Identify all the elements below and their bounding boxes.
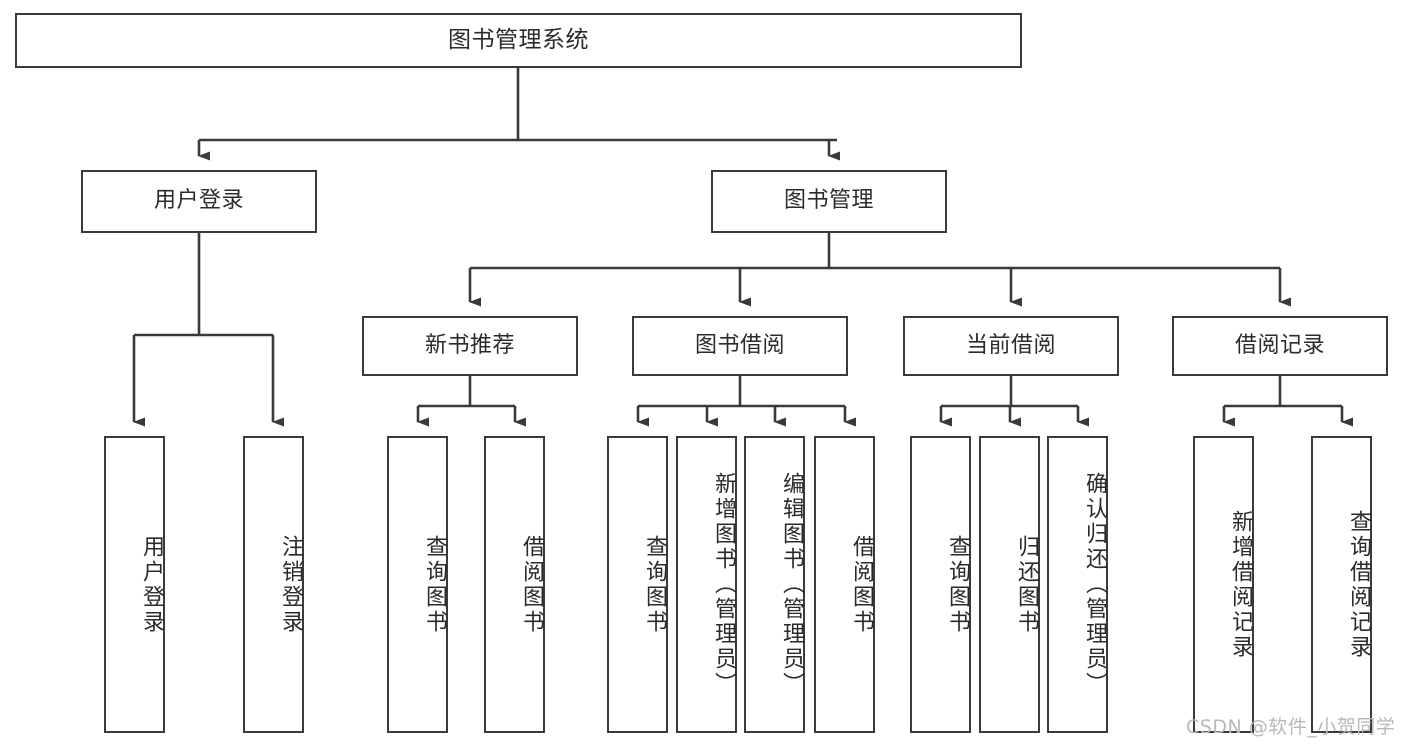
node-book-management[interactable]: 图书管理 [711, 170, 947, 233]
node-label: 当前借阅 [965, 332, 1056, 358]
node-label: 借阅图书 [849, 534, 874, 635]
node-label: 查询图书 [945, 534, 970, 635]
node-label: 借阅图书 [519, 534, 544, 635]
node-label: 注销登录 [278, 534, 303, 635]
leaf-add-borrow-record[interactable]: 新增借阅记录 [1193, 436, 1254, 733]
leaf-query-book-recommend[interactable]: 查询图书 [387, 436, 448, 733]
node-user-login[interactable]: 用户登录 [81, 170, 317, 233]
node-root-system[interactable]: 图书管理系统 [15, 13, 1022, 68]
leaf-borrow-book-recommend[interactable]: 借阅图书 [484, 436, 545, 733]
node-label: 新增借阅记录 [1228, 509, 1253, 660]
node-label: 借阅记录 [1234, 332, 1325, 358]
node-book-borrow[interactable]: 图书借阅 [632, 316, 848, 376]
leaf-logout[interactable]: 注销登录 [243, 436, 304, 733]
node-label: 图书管理 [783, 188, 874, 214]
node-new-book-recommend[interactable]: 新书推荐 [362, 316, 578, 376]
node-label: 编辑图书（管理员） [779, 472, 804, 697]
node-label: 用户登录 [139, 534, 164, 635]
node-label: 确认归还（管理员） [1082, 472, 1107, 697]
node-label: 用户登录 [153, 188, 244, 214]
node-label: 图书管理系统 [448, 26, 589, 53]
node-label: 查询图书 [642, 534, 667, 635]
node-label: 查询借阅记录 [1346, 509, 1371, 660]
leaf-return-book[interactable]: 归还图书 [979, 436, 1040, 733]
node-label: 图书借阅 [694, 332, 785, 358]
watermark-text: CSDN @软件_小贺同学 [1186, 716, 1396, 738]
leaf-query-borrow-record[interactable]: 查询借阅记录 [1311, 436, 1372, 733]
leaf-add-book-admin[interactable]: 新增图书（管理员） [676, 436, 737, 733]
node-label: 查询图书 [422, 534, 447, 635]
node-current-borrow[interactable]: 当前借阅 [903, 316, 1119, 376]
node-label: 归还图书 [1014, 534, 1039, 635]
leaf-query-book-borrow[interactable]: 查询图书 [607, 436, 668, 733]
leaf-query-book-current[interactable]: 查询图书 [910, 436, 971, 733]
leaf-user-login[interactable]: 用户登录 [104, 436, 165, 733]
leaf-edit-book-admin[interactable]: 编辑图书（管理员） [744, 436, 805, 733]
leaf-confirm-return-admin[interactable]: 确认归还（管理员） [1047, 436, 1108, 733]
leaf-lend-book[interactable]: 借阅图书 [814, 436, 875, 733]
node-label: 新书推荐 [424, 332, 515, 358]
node-label: 新增图书（管理员） [711, 472, 736, 697]
node-borrow-record[interactable]: 借阅记录 [1172, 316, 1388, 376]
